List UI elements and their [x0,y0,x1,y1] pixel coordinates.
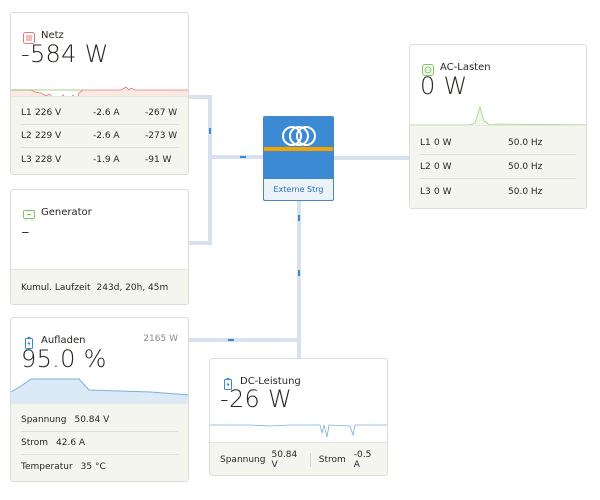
ac-loads-graph [410,105,586,127]
battery-row-label: Spannung [21,415,67,425]
ac-phase-row: L3 0 W 50.0 Hz [420,180,576,203]
battery-flow-dot [298,270,300,276]
ac-loads-value: 0 W [420,72,468,100]
grid-connector-h1 [189,95,211,99]
runtime-value: 243d, 20h, 45m [96,282,169,293]
grid-footer: L1 226 V -2.6 A -267 W L2 229 V -2.6 A -… [11,96,188,174]
dc-current-value: -0.5 A [353,449,372,470]
battery-row-value: 50.84 V [74,415,110,425]
dc-power-title: DC-Leistung [240,375,301,387]
ac-loads-title: AC-Lasten [440,61,491,73]
phase-label: L3 [420,186,431,197]
inverter-stripe [264,147,333,151]
battery-card[interactable]: Aufladen 2165 W 95.0 % Spannung 50.84 V … [10,317,189,482]
grid-phase-row: L2 229 V -2.6 A -273 W [21,125,178,148]
phase-power: 0 W [434,138,452,148]
generator-runtime-row: Kumul. Laufzeit 243d, 20h, 45m [21,276,178,299]
battery-row-label: Temperatur [21,461,73,472]
dc-power-graph [210,424,387,438]
phase-voltage: 226 V [35,108,62,118]
phase-current: -1.9 A [93,154,120,165]
battery-temperature-row: Temperatur 35 °C [21,455,178,478]
generator-footer: Kumul. Laufzeit 243d, 20h, 45m [11,269,188,304]
grid-connector-h2 [208,155,264,159]
acloads-connector [334,156,410,160]
generator-connector-v [208,157,212,245]
grid-phase-row: L3 228 V -1.9 A -91 W [21,148,178,171]
battery-flow-dot [228,339,234,341]
dc-voltage-value: 50.84 V [271,449,298,470]
phase-label: L1 [21,108,32,118]
victron-logo-icon [282,126,316,146]
dc-voltage-label: Spannung [220,454,266,465]
battery-row-value: 42.6 A [56,438,86,448]
dc-power-value: -26 W [220,385,293,413]
dc-divider [309,452,311,467]
ac-loads-card[interactable]: AC-Lasten 0 W L1 0 W 50.0 Hz L2 0 W 50.0… [409,44,587,209]
phase-frequency: 50.0 Hz [508,186,543,197]
phase-power: 0 W [434,162,452,172]
battery-current-row: Strom 42.6 A [21,432,178,455]
battery-connector-h [189,338,301,342]
inverter-band [264,151,333,179]
battery-footer: Spannung 50.84 V Strom 42.6 A Temperatur… [11,403,188,481]
grid-card[interactable]: Netz -584 W L1 226 V -2.6 A -267 W L2 22… [10,12,189,175]
phase-current: -2.6 A [93,108,120,118]
grid-power-value: -584 W [21,40,109,68]
dc-values-row: Spannung 50.84 V Strom -0.5 A [220,448,377,471]
grid-flow-dot [240,156,246,158]
phase-power: -91 W [145,154,172,165]
inverter-card[interactable]: Externe Strg [263,116,334,201]
battery-voltage-row: Spannung 50.84 V [21,409,178,432]
ac-phase-row: L2 0 W 50.0 Hz [420,156,576,179]
ac-outlet-icon [422,61,434,76]
phase-current: -2.6 A [93,131,120,141]
grid-tower-icon [23,29,35,44]
phase-label: L1 [420,138,431,148]
battery-charging-icon [23,334,35,349]
runtime-label: Kumul. Laufzeit [21,282,91,293]
generator-card[interactable]: Generator - Kumul. Laufzeit 243d, 20h, 4… [10,189,189,305]
battery-row-label: Strom [21,438,49,448]
generator-icon [23,206,35,221]
inverter-mode-label: Externe Strg [273,185,324,194]
dc-power-card[interactable]: DC-Leistung -26 W Spannung 50.84 V Strom… [209,358,388,476]
generator-connector-h [189,241,212,245]
grid-phase-row: L1 226 V -2.6 A -267 W [21,102,178,125]
battery-title: Aufladen [41,334,86,346]
phase-power: -273 W [145,131,178,141]
dc-connector [297,338,301,360]
battery-dc-icon [222,375,234,390]
generator-value: - [21,217,30,245]
dc-current-label: Strom [318,454,346,465]
grid-title: Netz [41,29,64,41]
battery-soc-value: 95.0 % [21,345,107,373]
ac-phase-row: L1 0 W 50.0 Hz [420,132,576,155]
battery-row-value: 35 °C [80,461,106,472]
generator-title: Generator [41,206,92,218]
phase-frequency: 50.0 Hz [508,162,543,172]
phase-label: L2 [21,131,32,141]
phase-label: L3 [21,154,32,165]
battery-flow-dot [298,215,300,221]
battery-power: 2165 W [143,334,178,344]
ac-loads-footer: L1 0 W 50.0 Hz L2 0 W 50.0 Hz L3 0 W 50.… [410,125,586,208]
phase-power: 0 W [434,186,452,197]
phase-voltage: 228 V [35,154,62,165]
grid-flow-dot [209,128,211,134]
dc-power-footer: Spannung 50.84 V Strom -0.5 A [210,442,387,475]
grid-connector-v [208,95,212,157]
phase-label: L2 [420,162,431,172]
phase-frequency: 50.0 Hz [508,138,543,148]
phase-power: -267 W [145,108,178,118]
phase-voltage: 229 V [35,131,62,141]
